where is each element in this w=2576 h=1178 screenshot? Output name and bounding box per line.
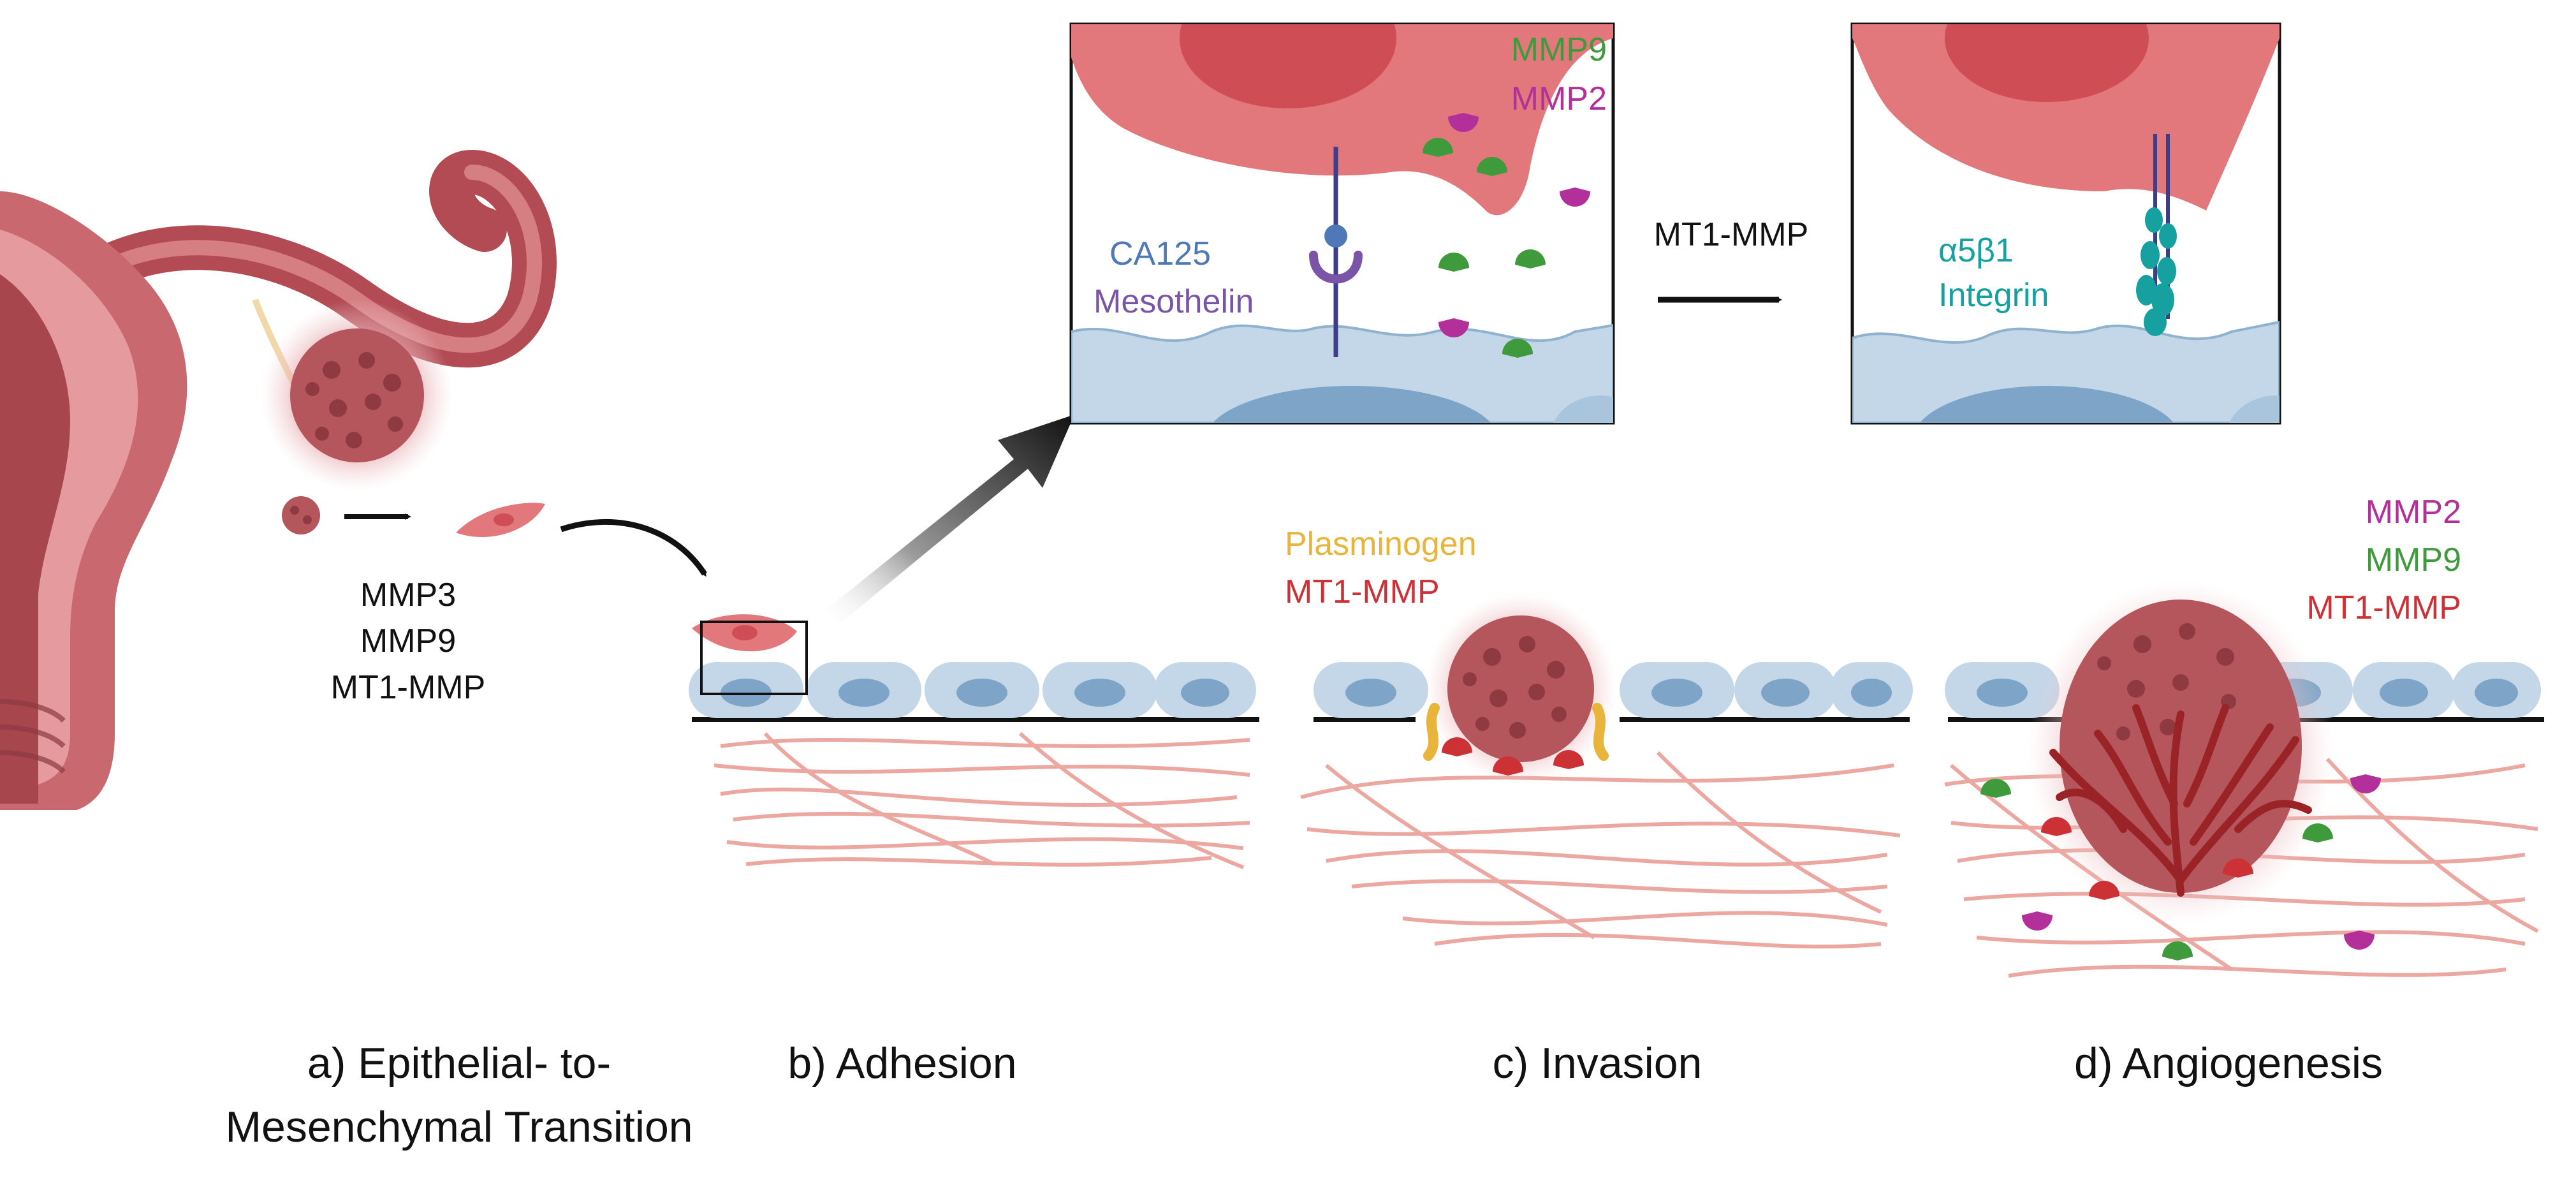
panel-a-label-1: MMP9 xyxy=(360,622,456,659)
label-mt1-d: MT1-MMP xyxy=(2306,589,2461,626)
collagen-fibres-b xyxy=(714,732,1250,869)
panel-b-caption: b) Adhesion xyxy=(787,1039,1016,1087)
label-mmp9-inset: MMP9 xyxy=(1511,31,1607,68)
panel-d-caption: d) Angiogenesis xyxy=(2074,1039,2383,1087)
adhering-cell xyxy=(692,614,797,652)
label-integrin-1: α5β1 xyxy=(1938,232,2014,269)
inset-integrin-detail: α5β1 Integrin xyxy=(1850,22,2281,425)
panel-b-adhesion: b) Adhesion xyxy=(689,415,1259,1087)
angiogenic-tumor xyxy=(2060,600,2302,893)
panel-a-caption-2: Mesenchymal Transition xyxy=(225,1103,692,1151)
label-mt1-c: MT1-MMP xyxy=(1285,573,1440,610)
label-mmp9-d: MMP9 xyxy=(2366,541,2461,578)
panel-c-invasion: Plasminogen MT1-MMP c) Invasion xyxy=(1285,526,1913,1087)
zoom-arrow xyxy=(823,415,1074,626)
panel-a-label-0: MMP3 xyxy=(360,577,456,614)
label-integrin-2: Integrin xyxy=(1938,277,2049,314)
mesothelial-layer-b xyxy=(689,662,1256,718)
invading-tumor xyxy=(1447,615,1594,762)
label-mmp2-inset: MMP2 xyxy=(1511,80,1607,117)
ovarian-tumor xyxy=(290,328,424,462)
epithelial-cell xyxy=(282,496,320,534)
mesenchymal-cell xyxy=(456,503,545,538)
label-mesothelin: Mesothelin xyxy=(1094,283,1254,320)
zoom-box xyxy=(700,621,808,695)
panel-a-caption-1: a) Epithelial- to- xyxy=(307,1039,611,1087)
ca125-marker xyxy=(1324,225,1347,247)
inset-adhesion-detail: CA125 Mesothelin MMP9 MMP2 xyxy=(1069,22,1615,425)
panel-a-uterus: MMP3 MMP9 MT1-MMP xyxy=(0,149,707,810)
label-ca125: CA125 xyxy=(1109,235,1211,272)
panel-c-caption: c) Invasion xyxy=(1493,1039,1702,1087)
to-adhesion-arrow xyxy=(560,519,707,577)
panel-d-angiogenesis: MMP2 MMP9 MT1-MMP d) Angiogenesis xyxy=(1944,494,2544,1087)
mesothelin-marker xyxy=(1309,251,1363,284)
integrin-marker xyxy=(2136,134,2177,336)
label-mmp2-d: MMP2 xyxy=(2366,494,2461,531)
blood-vessels xyxy=(2049,704,2312,897)
label-mt1-between: MT1-MMP xyxy=(1654,216,1809,253)
label-plasminogen: Plasminogen xyxy=(1285,526,1477,563)
panel-a-label-2: MT1-MMP xyxy=(331,669,486,706)
